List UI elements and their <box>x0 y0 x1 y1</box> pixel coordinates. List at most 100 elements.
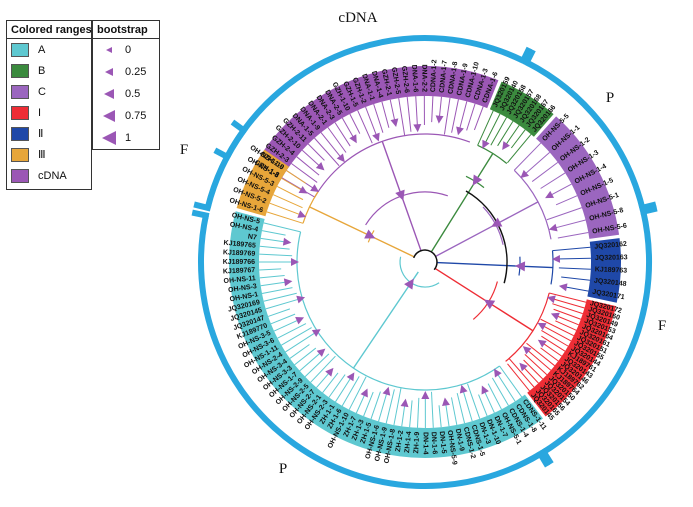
tip-branch <box>341 376 360 407</box>
bootstrap-marker <box>336 153 345 163</box>
clade-stem <box>309 206 372 237</box>
tip-branch <box>265 297 302 310</box>
bootstrap-item-05: 0.5 <box>93 83 159 105</box>
tip-branch <box>378 390 388 422</box>
tip-branch <box>483 388 495 414</box>
root-branch <box>435 223 496 257</box>
tip-branch <box>510 129 526 149</box>
bootstrap-label-1: 1 <box>125 132 132 144</box>
bootstrap-marker <box>551 254 561 263</box>
bootstrap-marker <box>290 258 299 267</box>
bootstrap-marker <box>459 384 468 394</box>
root-branch <box>370 235 415 258</box>
tip-label: DN-1-5 <box>438 431 447 454</box>
bootstrap-marker <box>395 189 405 201</box>
ring-tick <box>230 119 248 135</box>
legend-item-cdna: cDNA <box>7 165 91 186</box>
tip-label: DN-1-4 <box>422 432 429 455</box>
bootstrap-marker <box>482 139 490 149</box>
ring-segment <box>198 214 542 490</box>
tip-branch <box>398 98 406 136</box>
legend-colored-ranges: Colored ranges A B C I Ⅱ Ⅲ cDNA <box>6 20 92 190</box>
tip-branch <box>552 303 583 315</box>
tip-label: OH-NS-11 <box>223 275 256 285</box>
tip-branch <box>307 143 325 161</box>
tip-branch <box>487 383 502 410</box>
tip-label: DNA-1-6 <box>410 65 419 93</box>
tip-branch <box>281 177 315 198</box>
bootstrap-marker <box>390 118 399 128</box>
legend-item-ii: Ⅱ <box>7 123 91 144</box>
tip-branch <box>490 117 507 146</box>
legend-swatch-cdna <box>11 168 29 183</box>
tip-branch <box>334 122 351 147</box>
tip-label: GZH-2-6 <box>400 66 410 94</box>
tip-branch <box>513 142 542 171</box>
tip-branch <box>310 355 336 383</box>
ring-segment <box>525 59 646 209</box>
clade-stem <box>495 201 539 226</box>
tip-label: KJ189765 <box>223 240 256 250</box>
bootstrap-marker <box>456 126 464 136</box>
bootstrap-marker <box>283 278 293 287</box>
bootstrap-marker <box>311 329 321 337</box>
tip-branch <box>451 99 459 133</box>
tip-branch <box>444 401 450 427</box>
bootstrap-marker <box>537 322 547 331</box>
clade-stem <box>519 265 553 269</box>
tip-branch <box>259 274 285 279</box>
tip-branch <box>504 125 520 148</box>
tip-branch <box>381 101 390 128</box>
tip-branch <box>263 222 301 233</box>
bootstrap-marker-icon <box>101 47 117 53</box>
tip-branch <box>430 391 434 428</box>
tip-branch <box>549 292 587 303</box>
bootstrap-marker <box>548 223 558 232</box>
tip-branch <box>357 110 373 144</box>
tip-branch <box>507 133 532 164</box>
tip-branch <box>328 374 346 398</box>
bootstrap-marker <box>522 346 532 355</box>
bootstrap-marker <box>413 123 422 133</box>
legend-swatch-a <box>11 42 29 57</box>
tip-branch <box>443 97 451 135</box>
bootstrap-marker <box>360 388 368 398</box>
tip-branch <box>473 106 484 131</box>
tip-branch <box>296 156 320 176</box>
tip-branch <box>557 232 589 239</box>
tip-branch <box>281 177 305 192</box>
tip-branch <box>499 365 523 398</box>
bootstrap-item-0: 0 <box>93 39 159 61</box>
tip-label: N7 <box>247 233 257 241</box>
legend-swatch-i <box>11 105 29 120</box>
ring-tick <box>519 46 533 65</box>
tip-label: DNA-2-2 <box>420 64 427 92</box>
tip-branch <box>385 389 395 424</box>
tip-branch <box>327 127 347 153</box>
tip-branch <box>546 207 583 221</box>
tip-branch <box>406 96 412 132</box>
bootstrap-marker-icon <box>101 110 117 122</box>
tip-branch <box>365 106 378 138</box>
subtree-arc <box>314 133 471 198</box>
tip-branch <box>286 170 306 184</box>
tip-label: ZH-1-2 <box>395 430 405 453</box>
bootstrap-label-025: 0.25 <box>125 66 147 78</box>
clade-stem <box>487 301 534 332</box>
tip-branch <box>363 391 374 417</box>
outer-ring <box>191 35 658 490</box>
tip-branch <box>555 320 577 331</box>
bootstrap-marker <box>502 141 511 151</box>
ring-segment <box>542 210 653 455</box>
bootstrap-marker <box>520 169 530 179</box>
tip-branch <box>263 292 297 302</box>
ring-tick <box>638 201 657 212</box>
bootstrap-marker <box>400 398 409 408</box>
tip-branch <box>261 287 293 295</box>
bootstrap-marker <box>481 385 489 395</box>
clade-node-arc <box>399 256 440 288</box>
ring-segment <box>204 128 247 209</box>
legend-item-iii: Ⅲ <box>7 144 91 165</box>
tip-branch <box>540 324 572 342</box>
bootstrap-marker <box>325 367 334 377</box>
